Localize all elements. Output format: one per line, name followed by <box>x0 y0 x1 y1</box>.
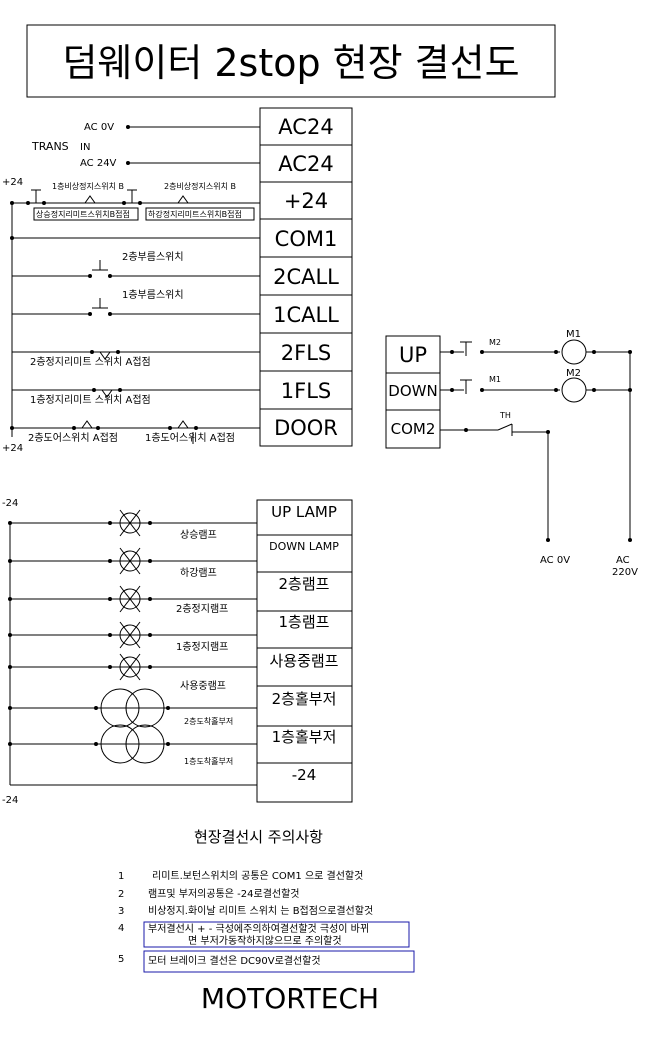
terminal-down: DOWN <box>388 382 437 400</box>
rail-plus24-bottom: +24 <box>2 443 23 454</box>
page-title: 덤웨이터 2stop 현장 결선도 <box>62 41 519 85</box>
lamp-label-down: 하강램프 <box>180 566 217 579</box>
notes-title: 현장결선시 주의사항 <box>194 828 323 846</box>
trans-in-label: IN <box>80 142 90 153</box>
trans-ac0v-label: AC 0V <box>84 122 114 133</box>
th-label: TH <box>499 411 511 420</box>
terminal-ac24-2: AC24 <box>278 152 333 176</box>
m2-contact-label: M2 <box>489 338 501 347</box>
motor-ac220v-label-1: AC <box>616 555 630 566</box>
terminal-ac24-1: AC24 <box>278 115 333 139</box>
terminal-1call: 1CALL <box>273 303 339 327</box>
trans-ac24v-label: AC 24V <box>80 158 117 169</box>
note-text: 부저결선시 + - 극성에주의하여결선할것 극성이 바뀌 <box>148 922 369 935</box>
m1-contact-label: M1 <box>489 375 501 384</box>
terminal-block-top <box>259 107 353 447</box>
m2-coil-label: M2 <box>566 368 581 379</box>
terminal-com2: COM2 <box>391 420 436 438</box>
terminal-labels-bottom: UP LAMP DOWN LAMP 2층램프 1층램프 사용중램프 2층홀부저 … <box>269 503 339 784</box>
lamp-symbols <box>119 509 141 681</box>
rail-plus24-top: +24 <box>2 177 23 188</box>
note-4-box <box>143 921 410 948</box>
rail-minus24-bottom: -24 <box>2 795 18 806</box>
terminal-door: DOOR <box>274 416 338 440</box>
terminal-1f-lamp: 1층램프 <box>279 613 330 631</box>
note-number: 2 <box>118 889 124 900</box>
lamp-label-inuse: 사용중램프 <box>180 680 226 692</box>
fls2-switch-label: 2층정지리미트 스위치 A접점 <box>30 355 151 368</box>
buzzer-symbols <box>100 688 165 764</box>
brand-name: MOTORTECH <box>201 982 379 1015</box>
note-number: 4 <box>118 923 124 934</box>
terminal-plus24: +24 <box>284 189 328 213</box>
note-text: 모터 브레이크 결선은 DC90V로결선할것 <box>148 955 321 967</box>
lamp-label-up: 상승램프 <box>180 529 217 541</box>
buzzer-label-2f: 2층도착홀부저 <box>184 716 233 726</box>
terminal-2f-buzzer: 2층홀부저 <box>272 690 337 708</box>
emg2-switch-label: 2층비상정지스위치 B <box>164 181 236 191</box>
junction-dots <box>8 125 632 746</box>
note-text: 리미트.보턴스위치의 공통은 COM1 으로 결선할것 <box>152 869 363 882</box>
terminal-labels-motor: UP DOWN COM2 <box>388 343 437 438</box>
terminal-up: UP <box>399 343 427 367</box>
note-number: 5 <box>118 954 124 965</box>
door1-switch-label: 1층도어스위치 A접점 <box>145 431 235 444</box>
terminal-inuse-lamp: 사용중램프 <box>269 652 338 670</box>
motor-ac0v-label: AC 0V <box>540 555 570 566</box>
terminal-2fls: 2FLS <box>281 341 331 365</box>
terminal-minus24: -24 <box>292 766 317 784</box>
terminal-1fls: 1FLS <box>281 379 331 403</box>
call1-switch-label: 1층부름스위치 <box>122 288 184 301</box>
down-limit-switch-label: 하강정지리미트스위치B접점 <box>148 209 242 219</box>
terminal-2call: 2CALL <box>273 265 339 289</box>
note-text: 램프및 부저의공통은 -24로결선할것 <box>148 888 300 900</box>
lamp-label-2f-stop: 2층정지램프 <box>176 603 228 615</box>
rail-minus24-top: -24 <box>2 498 18 509</box>
terminal-labels-top: AC24 AC24 +24 COM1 2CALL 1CALL 2FLS 1FLS… <box>273 115 339 440</box>
door2-switch-label: 2층도어스위치 A접점 <box>28 431 118 444</box>
terminal-2f-lamp: 2층램프 <box>279 575 330 593</box>
notes-list: 1 리미트.보턴스위치의 공통은 COM1 으로 결선할것 2 램프및 부저의공… <box>118 869 373 967</box>
terminal-block-bottom <box>256 499 353 803</box>
terminal-up-lamp: UP LAMP <box>271 503 337 521</box>
buzzer-label-1f: 1층도착홀부저 <box>184 756 233 766</box>
motor-ac220v-label-2: 220V <box>612 567 638 578</box>
note-number: 3 <box>118 906 124 917</box>
note-number: 1 <box>118 871 124 882</box>
title-box <box>26 24 556 98</box>
m1-coil-label: M1 <box>566 329 581 340</box>
up-limit-switch-label: 상승정지리미트스위치B접점 <box>36 209 130 219</box>
note-text-continued: 면 부저가동작하지않으므로 주의할것 <box>188 934 342 947</box>
emg1-switch-label: 1층비상정지스위치 B <box>52 181 124 191</box>
lamp-label-1f-stop: 1층정지램프 <box>176 641 228 653</box>
fls1-switch-label: 1층정지리미트 스위치 A접점 <box>30 393 151 406</box>
terminal-1f-buzzer: 1층홀부저 <box>272 728 337 746</box>
terminal-down-lamp: DOWN LAMP <box>269 540 339 553</box>
note-text: 비상정지.화이날 리미트 스위치 는 B접점으로결선할것 <box>148 904 373 917</box>
terminal-com1: COM1 <box>275 227 338 251</box>
call2-switch-label: 2층부름스위치 <box>122 250 184 263</box>
trans-label: TRANS <box>31 140 69 153</box>
terminal-block-motor <box>385 335 441 449</box>
note-5-box <box>143 950 415 973</box>
